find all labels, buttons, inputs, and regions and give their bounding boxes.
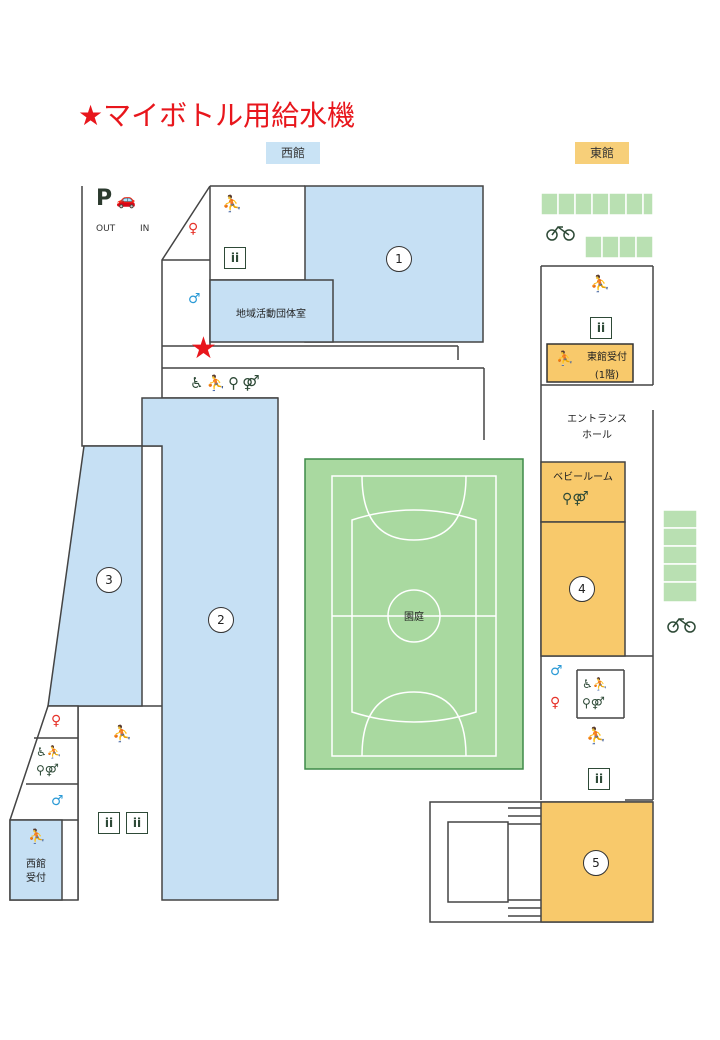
stairs-icon: ⛹ bbox=[222, 194, 242, 213]
elevator-icon-east: ii bbox=[590, 317, 612, 339]
reception-icon: ⛹ bbox=[556, 351, 574, 367]
room-2 bbox=[141, 397, 279, 901]
map-title: ★マイボトル用給水機 bbox=[78, 99, 356, 132]
elevator-icon-west-1: ii bbox=[98, 812, 120, 834]
male-restroom-icon-west: ♂ bbox=[51, 793, 64, 809]
male-restroom-icon-east: ♂ bbox=[550, 663, 563, 679]
baby-room-label: ベビールーム bbox=[553, 472, 613, 483]
male-restroom-icon: ♂ bbox=[188, 291, 201, 307]
family-toilet-icon-east: ⚲⚤ bbox=[582, 696, 605, 710]
stairs-icon-west: ⛹ bbox=[112, 724, 132, 743]
community-room bbox=[209, 279, 334, 343]
female-restroom-icon-west: ♀ bbox=[51, 713, 62, 729]
community-room-label: 地域活動団体室 bbox=[236, 309, 306, 320]
room-3 bbox=[47, 445, 143, 707]
elevator-icon: ii bbox=[224, 247, 246, 269]
accessible-toilet-icon-east: ♿⛹ bbox=[582, 677, 608, 691]
bike-rack-east bbox=[662, 509, 698, 603]
bike-rack-north bbox=[540, 192, 654, 259]
accessible-toilet-icon-west: ♿⛹ bbox=[36, 745, 62, 759]
water-dispenser-marker: ★ bbox=[190, 331, 217, 366]
room-number-4: 4 bbox=[569, 576, 595, 602]
reception-icon-west: ⛹ bbox=[28, 829, 46, 845]
parking-sign: P bbox=[96, 186, 113, 211]
female-restroom-icon-east: ♀ bbox=[550, 695, 561, 711]
entrance-hall-label: エントランス ホール bbox=[567, 414, 627, 441]
east-reception-label: 東館受付 bbox=[587, 352, 627, 363]
room-number-3: 3 bbox=[96, 567, 122, 593]
accessible-toilet-icon: ♿⛹⚲⚤ bbox=[190, 374, 263, 392]
stairs-icon-east-lower: ⛹ bbox=[586, 726, 606, 745]
east-reception-desk bbox=[546, 343, 634, 383]
parking-out-label: OUT bbox=[96, 224, 116, 234]
courtyard-label: 園庭 bbox=[404, 612, 424, 623]
stairs-icon-east: ⛹ bbox=[590, 274, 610, 293]
elevator-icon-east-lower: ii bbox=[588, 768, 610, 790]
room-number-2: 2 bbox=[208, 607, 234, 633]
baby-room bbox=[540, 461, 626, 523]
bicycle-icon bbox=[546, 225, 696, 633]
west-reception-label: 西館 受付 bbox=[26, 859, 46, 884]
elevator-icon-west-2: ii bbox=[126, 812, 148, 834]
family-toilet-icon-west: ⚲⚤ bbox=[36, 763, 59, 777]
east-building-label: 東館 bbox=[575, 142, 629, 164]
baby-room-icon: ⚲⚤ bbox=[562, 491, 589, 507]
west-building-label: 西館 bbox=[266, 142, 320, 164]
female-restroom-icon: ♀ bbox=[188, 221, 199, 237]
parking-in-label: IN bbox=[140, 224, 150, 234]
west-reception-room bbox=[9, 819, 63, 901]
car-icon: 🚗 bbox=[116, 190, 136, 209]
east-reception-floor-label: (1階) bbox=[594, 370, 620, 381]
room-number-5: 5 bbox=[583, 850, 609, 876]
room-number-1: 1 bbox=[386, 246, 412, 272]
